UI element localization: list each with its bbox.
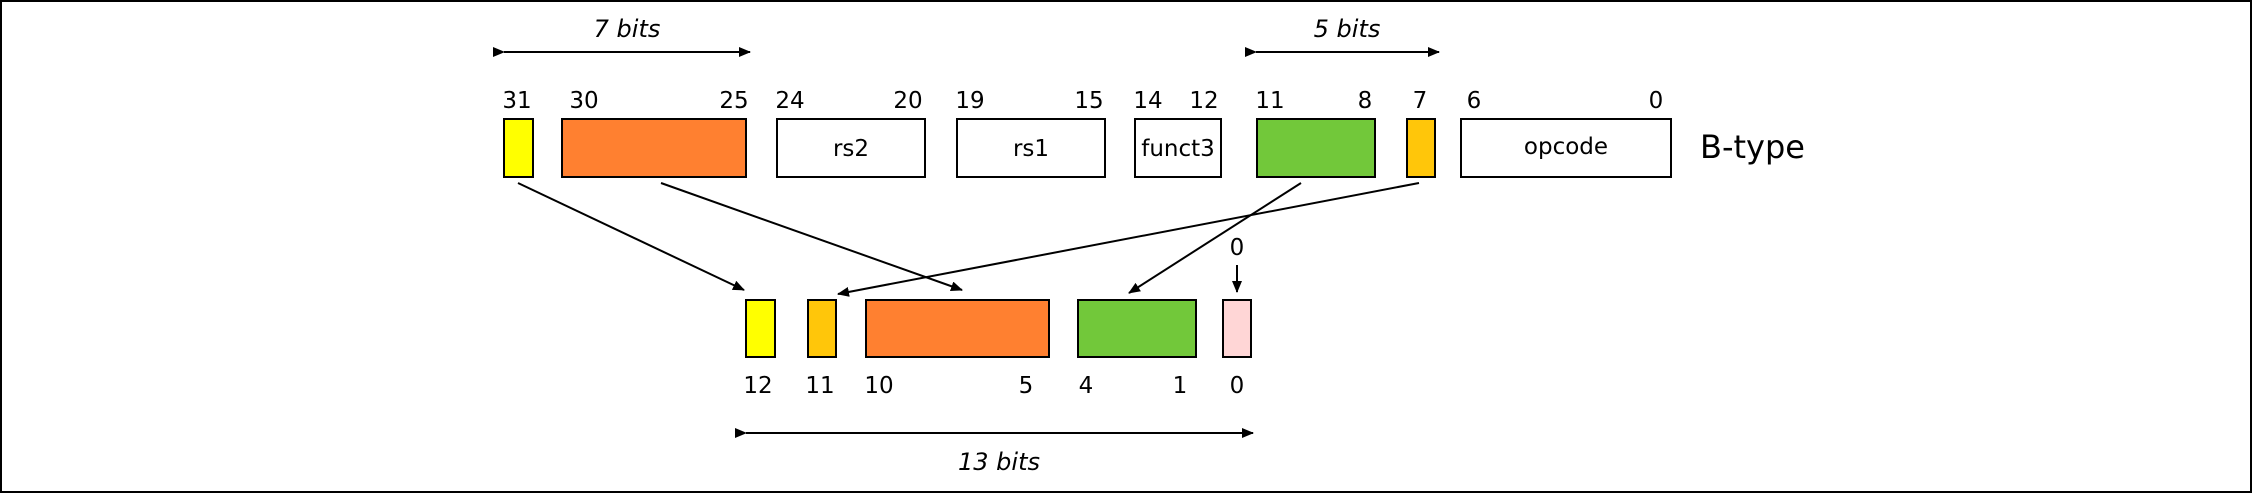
bit-label-30: 30 (569, 88, 598, 114)
arrow-imm11 (837, 182, 1420, 297)
zero-input-label: 0 (1230, 235, 1245, 261)
field-rs1-label: rs1 (1013, 136, 1049, 162)
span-13-bits: 13 bits (735, 428, 1254, 476)
field-funct3 (1134, 118, 1222, 178)
bit-label-12: 12 (1189, 88, 1218, 114)
bit-label-15: 15 (1074, 88, 1103, 114)
bit-label-25: 25 (719, 88, 748, 114)
field-imm10-5 (561, 118, 747, 178)
imm-bits-10-5 (865, 299, 1050, 358)
imm-label-1: 1 (1173, 373, 1188, 399)
imm-bits-4-1 (1077, 299, 1197, 358)
imm-label-4: 4 (1079, 373, 1094, 399)
bit-label-19: 19 (955, 88, 984, 114)
format-label: B-type (1700, 128, 1805, 166)
bit-label-6: 6 (1467, 88, 1482, 114)
bit-label-11: 11 (1255, 88, 1284, 114)
arrow-imm12 (517, 182, 745, 291)
immediate-row: 12 11 10 5 4 1 0 (743, 299, 1252, 399)
span-13-bits-label: 13 bits (958, 448, 1040, 476)
imm-bit-12 (745, 299, 776, 358)
instruction-row: 31 30 25 rs2 24 20 rs1 19 15 funct3 14 1… (502, 88, 1805, 178)
bit-label-20: 20 (893, 88, 922, 114)
bit-label-8: 8 (1358, 88, 1373, 114)
field-opcode-label: opcode (1524, 134, 1608, 160)
imm-label-0: 0 (1230, 373, 1245, 399)
field-imm11 (1406, 118, 1436, 178)
imm-label-11: 11 (805, 373, 834, 399)
field-rs1 (956, 118, 1106, 178)
bit-label-0-opcode: 0 (1649, 88, 1664, 114)
imm-label-5: 5 (1019, 373, 1034, 399)
field-opcode (1460, 118, 1672, 178)
bit-label-31: 31 (502, 88, 531, 114)
field-funct3-label: funct3 (1141, 136, 1215, 162)
span-7-bits: 7 bits (493, 15, 751, 57)
field-rs2-label: rs2 (833, 136, 869, 162)
imm-label-12: 12 (743, 373, 772, 399)
bit-label-14: 14 (1133, 88, 1162, 114)
mapping-arrows: 0 (517, 182, 1420, 297)
imm-bit-0 (1222, 299, 1252, 358)
span-5-bits: 5 bits (1245, 15, 1440, 57)
bit-label-24: 24 (775, 88, 804, 114)
arrow-imm4-1 (1128, 182, 1302, 294)
field-imm4-1 (1256, 118, 1376, 178)
field-rs2 (776, 118, 926, 178)
arrow-imm10-5 (660, 182, 963, 292)
bit-label-7: 7 (1413, 88, 1428, 114)
imm-bit-11 (807, 299, 837, 358)
span-7-bits-label: 7 bits (594, 15, 661, 43)
span-5-bits-label: 5 bits (1314, 15, 1381, 43)
field-imm12 (503, 118, 534, 178)
imm-label-10: 10 (864, 373, 893, 399)
